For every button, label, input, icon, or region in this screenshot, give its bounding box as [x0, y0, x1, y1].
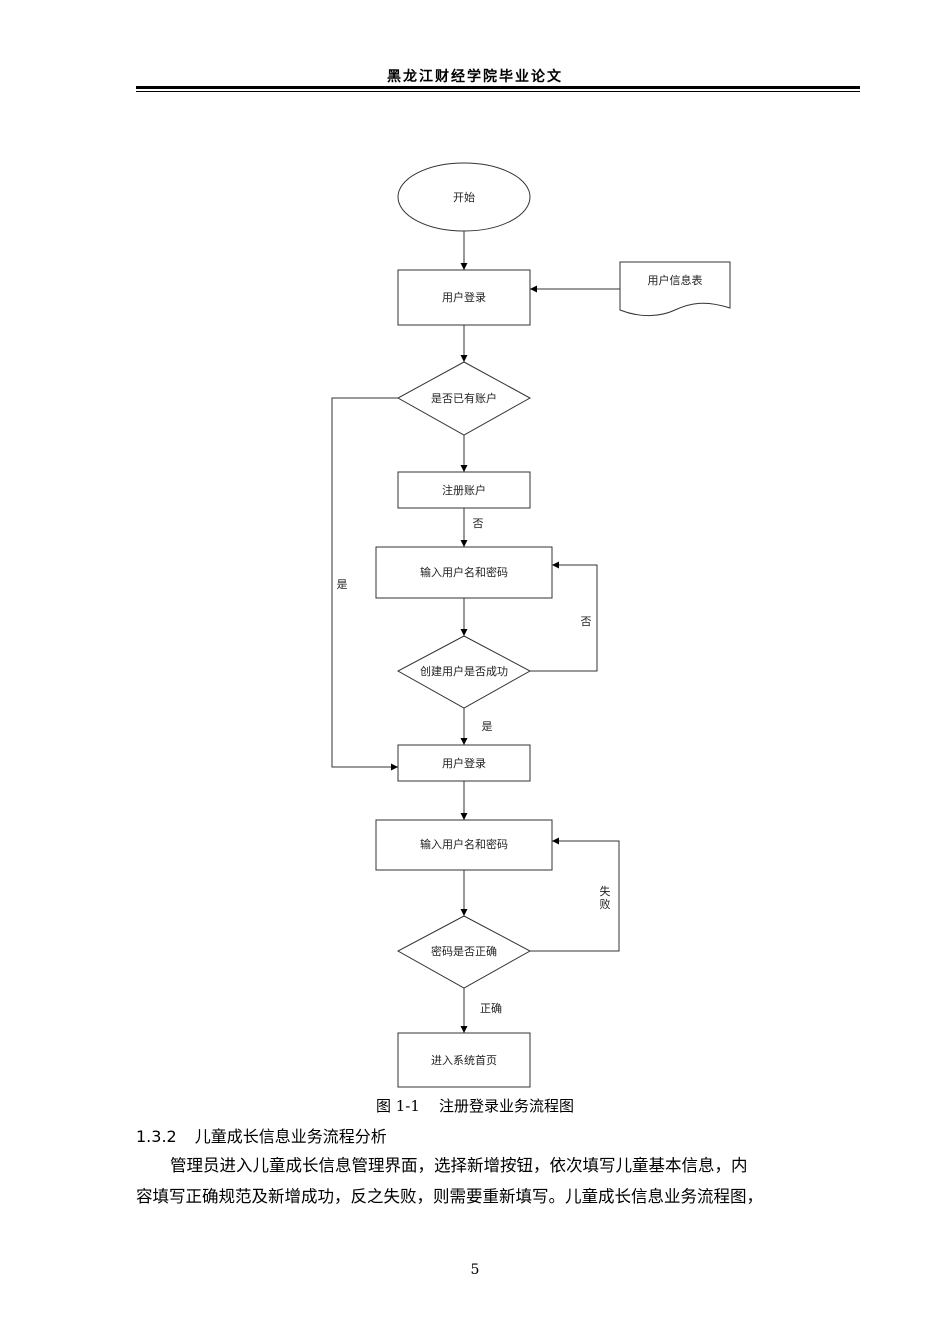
running-header-title: 黑龙江财经学院毕业论文 [387, 69, 563, 85]
register-label: 注册账户 [442, 483, 486, 497]
section-heading: 1.3.2 儿童成长信息业务流程分析 [136, 1123, 387, 1147]
body-paragraph: 管理员进入儿童成长信息管理界面，选择新增按钮，依次填写儿童基本信息，内 容填写正… [136, 1150, 860, 1212]
user-table-label: 用户信息表 [648, 273, 703, 287]
register-box [397, 471, 531, 509]
input-label-1: 输入用户名和密码 [420, 565, 508, 579]
figure-caption: 图 1-1 注册登录业务流程图 [0, 1095, 950, 1116]
yes-label-2: 是 [482, 720, 493, 733]
arrow-yes-bypass [331, 397, 398, 771]
enter-home-label: 进入系统首页 [431, 1053, 497, 1067]
section-number: 1.3.2 [136, 1127, 177, 1146]
enter-home-box [397, 1032, 531, 1088]
login-label-2: 用户登录 [442, 756, 486, 770]
header-rule-thin [136, 91, 860, 92]
header-rule-thick [136, 86, 860, 89]
start-label: 开始 [453, 190, 475, 204]
login-box-1 [397, 269, 531, 326]
section-title: 儿童成长信息业务流程分析 [194, 1127, 387, 1146]
body-line-2: 容填写正确规范及新增成功，反之失败，则需要重新填写。儿童成长信息业务流程图， [136, 1187, 763, 1206]
no-label-1: 否 [473, 517, 484, 530]
login-label-1: 用户登录 [442, 290, 486, 304]
body-line-1: 管理员进入儿童成长信息管理界面，选择新增按钮，依次填写儿童基本信息，内 [170, 1156, 748, 1175]
input-label-2: 输入用户名和密码 [420, 837, 508, 851]
arrow-create-fail-loop [530, 561, 598, 672]
fail-label-1: 失 [600, 885, 611, 898]
password-check-label: 密码是否正确 [431, 944, 497, 958]
figure-title: 注册登录业务流程图 [439, 1097, 575, 1115]
figure-number: 图 1-1 [375, 1097, 420, 1115]
yes-label-left: 是 [337, 578, 348, 591]
correct-label: 正确 [480, 1002, 502, 1015]
page-number: 5 [470, 1262, 480, 1278]
arrow-password-fail-loop [530, 837, 620, 952]
has-account-label: 是否已有账户 [431, 391, 497, 405]
no-label-2: 否 [581, 615, 592, 628]
fail-label-2: 败 [600, 897, 611, 911]
create-success-label: 创建用户是否成功 [420, 664, 508, 678]
user-info-table-node [619, 261, 731, 317]
